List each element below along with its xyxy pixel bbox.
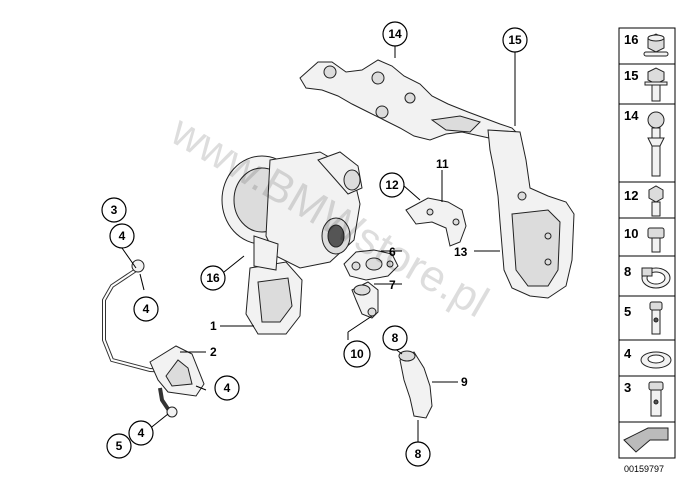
svg-text:8: 8 <box>415 447 422 461</box>
label-9[interactable]: 9 <box>461 375 468 389</box>
callout-4-bottom[interactable]: 4 <box>128 420 154 446</box>
plain-labels: 11 13 6 7 9 1 2 <box>210 157 468 389</box>
callout-14[interactable]: 14 <box>382 21 408 47</box>
callout-4-lower[interactable]: 4 <box>214 375 240 401</box>
legend-5[interactable]: 5 <box>624 304 631 319</box>
label-11[interactable]: 11 <box>436 157 449 171</box>
label-2[interactable]: 2 <box>210 345 217 359</box>
arrow-icon <box>623 427 669 453</box>
legend-15[interactable]: 15 <box>624 68 638 83</box>
flange-bolt-icon <box>644 67 668 102</box>
svg-text:12: 12 <box>385 178 399 192</box>
stud-icon <box>647 111 665 177</box>
svg-text:4: 4 <box>143 302 150 316</box>
svg-text:15: 15 <box>508 33 522 47</box>
svg-text:14: 14 <box>388 27 402 41</box>
svg-text:3: 3 <box>111 203 118 217</box>
callout-8-top[interactable]: 8 <box>382 325 408 351</box>
oil-line-7-drawing <box>351 281 379 319</box>
banjo-bolt-icon <box>649 301 663 335</box>
svg-text:4: 4 <box>224 381 231 395</box>
svg-text:4: 4 <box>119 229 126 243</box>
image-reference-number: 00159797 <box>624 464 664 474</box>
legend-14[interactable]: 14 <box>624 108 639 123</box>
svg-text:4: 4 <box>138 426 145 440</box>
legend-8[interactable]: 8 <box>624 264 631 279</box>
oil-pipes-drawing <box>102 259 205 418</box>
svg-text:5: 5 <box>116 439 123 453</box>
svg-text:8: 8 <box>392 331 399 345</box>
label-7[interactable]: 7 <box>389 278 396 292</box>
callout-8-bottom[interactable]: 8 <box>405 441 431 467</box>
callout-4-fitting[interactable]: 4 <box>133 296 159 322</box>
bracket-11-drawing <box>405 197 467 247</box>
hollow-bolt-icon <box>648 381 664 417</box>
manifold-heat-shield-drawing <box>299 59 521 145</box>
callout-16[interactable]: 16 <box>200 265 226 291</box>
oil-return-hose-drawing <box>398 350 433 419</box>
legend-4[interactable]: 4 <box>624 346 632 361</box>
turbocharger-drawing <box>221 151 363 335</box>
callout-15[interactable]: 15 <box>502 27 528 53</box>
callouts: 14 15 12 16 3 4 4 4 <box>101 21 528 467</box>
hex-bolt-icon <box>648 185 664 217</box>
legend-3[interactable]: 3 <box>624 380 631 395</box>
svg-text:10: 10 <box>350 347 364 361</box>
hose-clamp-icon <box>641 267 671 289</box>
label-1[interactable]: 1 <box>210 319 217 333</box>
nut-icon <box>643 33 669 57</box>
fastener-legend: 16 15 14 12 10 8 5 4 3 <box>618 27 676 474</box>
sealing-ring-icon <box>640 351 672 369</box>
heat-shield-13-drawing <box>487 129 575 299</box>
callout-3[interactable]: 3 <box>101 197 127 223</box>
label-6[interactable]: 6 <box>389 245 396 259</box>
svg-text:16: 16 <box>206 271 220 285</box>
callout-12[interactable]: 12 <box>379 172 405 198</box>
legend-16[interactable]: 16 <box>624 32 638 47</box>
socket-bolt-icon <box>647 227 665 253</box>
label-13[interactable]: 13 <box>454 245 468 259</box>
callout-10[interactable]: 10 <box>343 340 371 368</box>
callout-4-top[interactable]: 4 <box>109 223 135 249</box>
legend-10[interactable]: 10 <box>624 226 638 241</box>
callout-5[interactable]: 5 <box>106 433 132 459</box>
legend-12[interactable]: 12 <box>624 188 638 203</box>
gasket-6-drawing <box>343 249 399 281</box>
